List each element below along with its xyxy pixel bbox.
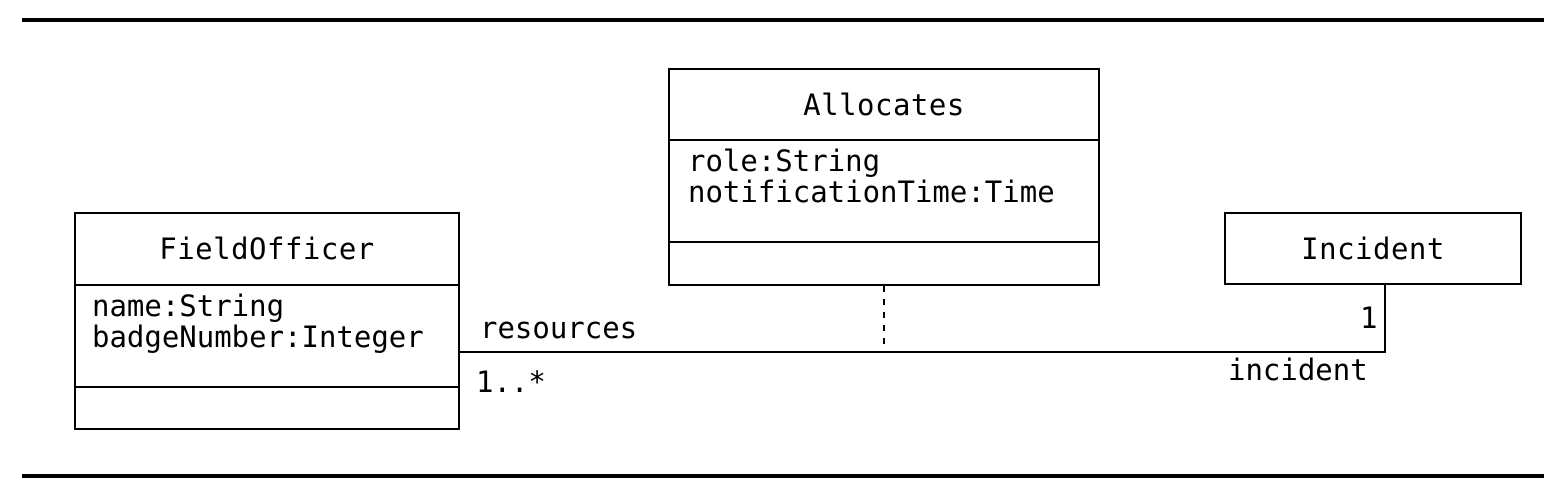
attributes-compartment: name:String badgeNumber:Integer [76,284,458,386]
class-name-incident: Incident [1301,231,1445,266]
bottom-rule [22,474,1544,478]
class-field-officer[interactable]: FieldOfficer name:String badgeNumber:Int… [74,212,460,430]
multiplicity-label-incident: 1 [1360,301,1378,335]
top-rule [22,18,1544,22]
class-name-allocates: Allocates [803,87,965,122]
class-incident[interactable]: Incident [1224,212,1522,285]
attributes-compartment: role:String notificationTime:Time [670,139,1098,241]
class-allocates[interactable]: Allocates role:String notificationTime:T… [668,68,1100,286]
operations-compartment [76,386,458,428]
role-label-incident: incident [1228,353,1368,387]
attribute-role: role:String [688,144,881,178]
attribute-name: name:String [92,289,285,323]
multiplicity-label-resources: 1..* [476,365,546,399]
class-name-field-officer: FieldOfficer [159,232,375,266]
role-label-resources: resources [480,311,638,345]
attribute-notification-time: notificationTime:Time [688,175,1055,209]
operations-compartment [670,241,1098,284]
attribute-badge-number: badgeNumber:Integer [92,320,424,354]
